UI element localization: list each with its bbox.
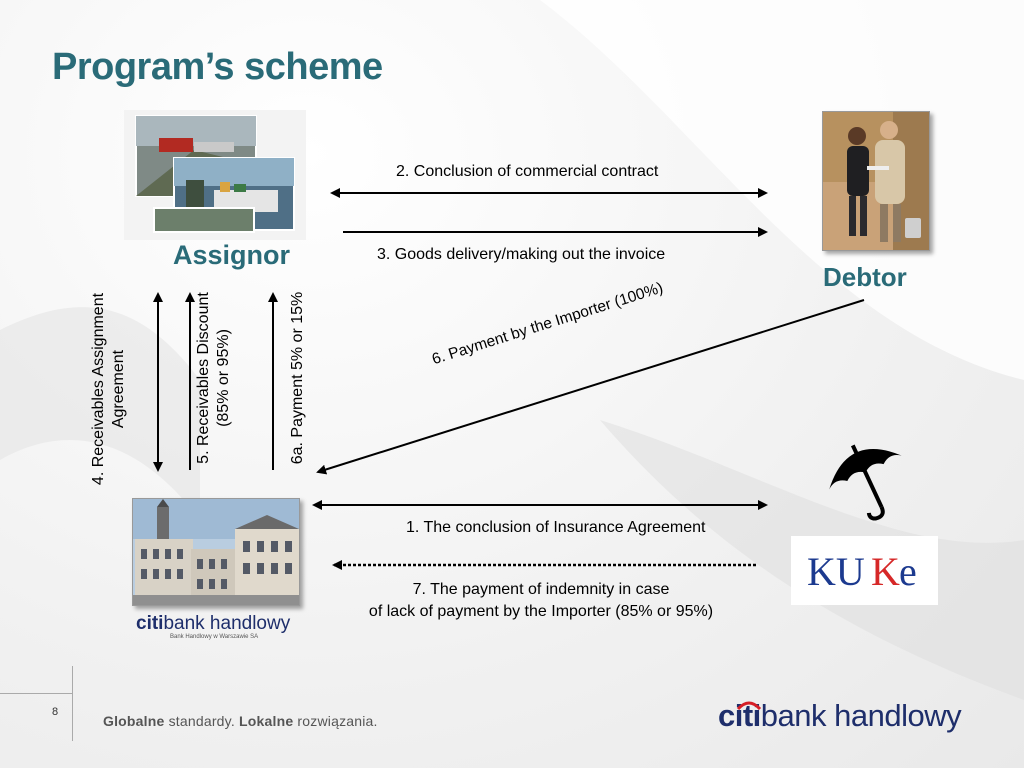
label-1-insurance: 1. The conclusion of Insurance Agreement — [406, 519, 706, 536]
label-6a-payment: 6a. Payment 5% or 15% — [289, 291, 306, 465]
debtor-label: Debtor — [823, 262, 907, 292]
footer-divider-v — [72, 666, 73, 741]
label-4-line2: Agreement — [110, 349, 127, 429]
page-number: 8 — [52, 706, 59, 718]
assignor-label: Assignor — [173, 240, 291, 270]
tagline-part1: Globalne — [103, 713, 165, 729]
debtor-photo — [822, 111, 930, 251]
footer-divider-h — [0, 693, 72, 694]
svg-text:KU: KU — [807, 549, 865, 594]
citi-small-subtitle: Bank Handlowy w Warszawie SA — [170, 634, 259, 640]
label-5-line1: 5. Receivables Discount — [195, 292, 212, 464]
tagline-part4: rozwiązania. — [293, 713, 378, 729]
citi-logo-small: citibank handlowy — [136, 613, 290, 635]
kuke-logo-mark: KU K e — [807, 549, 917, 594]
label-7-indemnity: 7. The payment of indemnity in case of l… — [351, 579, 731, 623]
label-4-assignment: 4. Receivables Assignment Agreement — [89, 284, 129, 494]
tagline-part3: Lokalne — [239, 713, 294, 729]
arrow-6-payment-importer — [316, 299, 865, 475]
citi-small-prefix: citi — [136, 613, 164, 634]
umbrella-icon — [822, 432, 914, 524]
label-7-line2: of lack of payment by the Importer (85% … — [368, 603, 714, 620]
label-3-goods-delivery: 3. Goods delivery/making out the invoice — [377, 246, 666, 263]
citi-building-photo — [132, 498, 300, 606]
tagline-part2: standardy. — [164, 713, 240, 729]
svg-text:e: e — [899, 549, 917, 594]
page-title: Program’s scheme — [52, 46, 383, 88]
label-5-line2: (85% or 95%) — [215, 329, 232, 427]
citi-small-suffix: bank handlowy — [163, 613, 291, 634]
footer-tagline: Globalne standardy. Lokalne rozwiązania. — [103, 713, 378, 729]
citi-arc-icon — [736, 701, 762, 710]
label-7-line1: 7. The payment of indemnity in case — [412, 581, 670, 598]
label-2-commercial-contract: 2. Conclusion of commercial contract — [396, 163, 659, 180]
svg-text:K: K — [871, 549, 900, 594]
kuke-logo: KU K e — [791, 536, 938, 605]
label-4-line1: 4. Receivables Assignment — [90, 292, 107, 486]
label-5-discount: 5. Receivables Discount (85% or 95%) — [194, 283, 234, 473]
citi-logo-footer: citibank handlowy — [718, 698, 962, 734]
assignor-photo — [124, 110, 306, 240]
citi-big-suffix: bank handlowy — [760, 698, 962, 733]
